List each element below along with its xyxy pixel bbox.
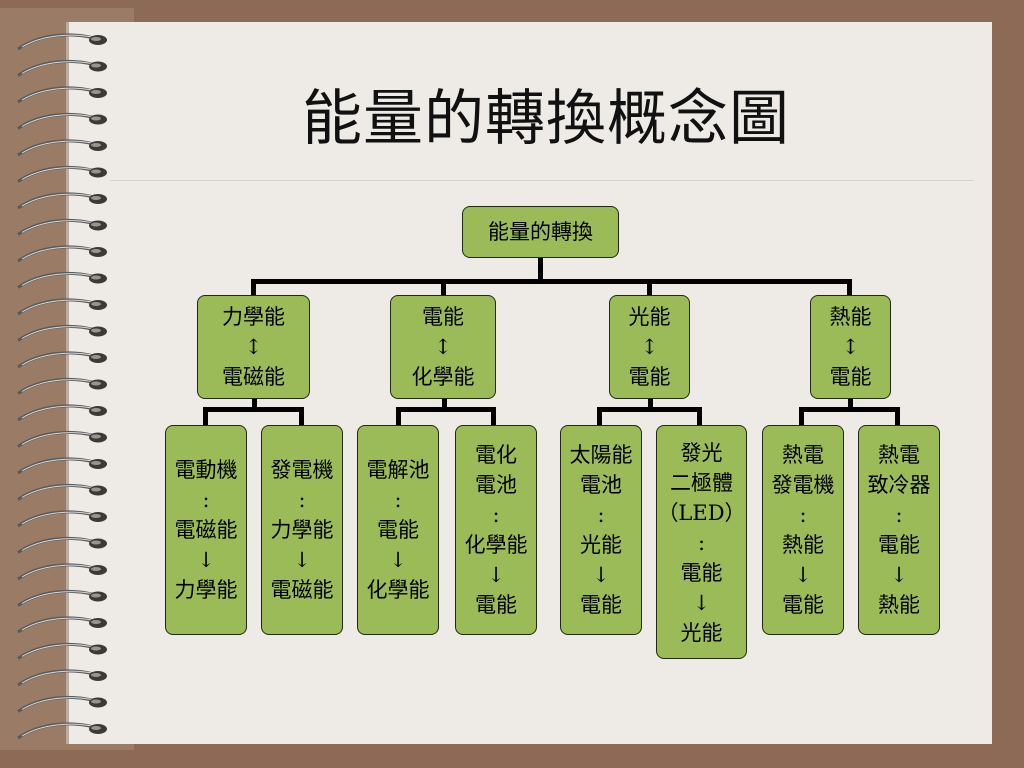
connector-cat-2	[441, 279, 446, 297]
root-node: 能量的轉換	[462, 206, 619, 258]
connector-cat2-bar	[396, 407, 496, 412]
binding-ring	[17, 351, 107, 369]
binding-ring	[17, 298, 107, 316]
category-node-electrical-chemical: 電能 ↕ 化學能	[390, 295, 496, 399]
binding-ring	[17, 377, 107, 395]
leaf-node-electrolytic-cell: 電解池 : 電能 ↓ 化學能	[357, 425, 439, 635]
connector-cat-1	[251, 279, 256, 297]
leaf-node-thermoelectric-generator: 熱電 發電機 : 熱能 ↓ 電能	[762, 425, 844, 635]
connector-cat4-right	[895, 407, 900, 426]
category-node-light-electrical: 光能 ↕ 電能	[609, 295, 690, 399]
connector-cat3-bar	[597, 407, 702, 412]
binding-ring	[17, 33, 107, 51]
binding-ring	[17, 192, 107, 210]
connector-cat-4	[847, 279, 852, 297]
connector-cat1-bar	[203, 407, 304, 412]
connector-cat1-stem	[252, 398, 257, 410]
binding-ring	[17, 404, 107, 422]
connector-cat4-stem	[848, 398, 853, 410]
connector-cat2-right	[491, 407, 496, 426]
binding-ring	[17, 722, 107, 740]
leaf-node-motor: 電動機 : 電磁能 ↓ 力學能	[165, 425, 247, 635]
spiral-binding-rings	[17, 33, 107, 740]
binding-ring	[17, 510, 107, 528]
page-title: 能量的轉換概念圖	[302, 84, 790, 154]
binding-ring	[17, 324, 107, 342]
connector-cat2-left	[396, 407, 401, 426]
connector-cat3-left	[597, 407, 602, 426]
binding-ring	[17, 616, 107, 634]
connector-cat2-stem	[442, 398, 447, 410]
binding-ring	[17, 483, 107, 501]
connector-root-stem	[538, 256, 543, 283]
binding-ring	[17, 59, 107, 77]
connector-cat-3	[647, 279, 652, 297]
connector-root-bar	[251, 279, 852, 284]
category-node-mechanical-electromagnetic: 力學能 ↕ 電磁能	[197, 295, 310, 399]
binding-ring	[17, 563, 107, 581]
leaf-node-led: 發光 二極體 （LED） : 電能 ↓ 光能	[656, 425, 747, 659]
binding-ring	[17, 457, 107, 475]
leaf-node-electrochemical-cell: 電化 電池 : 化學能 ↓ 電能	[455, 425, 537, 635]
connector-cat4-left	[799, 407, 804, 426]
leaf-node-thermoelectric-cooler: 熱電 致冷器 : 電能 ↓ 熱能	[858, 425, 940, 635]
binding-ring	[17, 218, 107, 236]
connector-cat3-stem	[648, 398, 653, 410]
binding-ring	[17, 112, 107, 130]
binding-ring	[17, 271, 107, 289]
binding-ring	[17, 165, 107, 183]
binding-ring	[17, 695, 107, 713]
connector-cat3-right	[697, 407, 702, 426]
binding-ring	[17, 642, 107, 660]
binding-ring	[17, 589, 107, 607]
leaf-node-generator: 發電機 : 力學能 ↓ 電磁能	[261, 425, 343, 635]
page-edge	[66, 22, 69, 744]
title-divider	[110, 180, 974, 181]
connector-cat1-right	[299, 407, 304, 426]
connector-cat4-bar	[799, 407, 900, 412]
binding-ring	[17, 245, 107, 263]
category-node-thermal-electrical: 熱能 ↕ 電能	[810, 295, 891, 399]
connector-cat1-left	[203, 407, 208, 426]
binding-ring	[17, 536, 107, 554]
leaf-node-solar-cell: 太陽能 電池 : 光能 ↓ 電能	[560, 425, 642, 635]
binding-ring	[17, 139, 107, 157]
binding-ring	[17, 669, 107, 687]
binding-ring	[17, 86, 107, 104]
binding-ring	[17, 430, 107, 448]
